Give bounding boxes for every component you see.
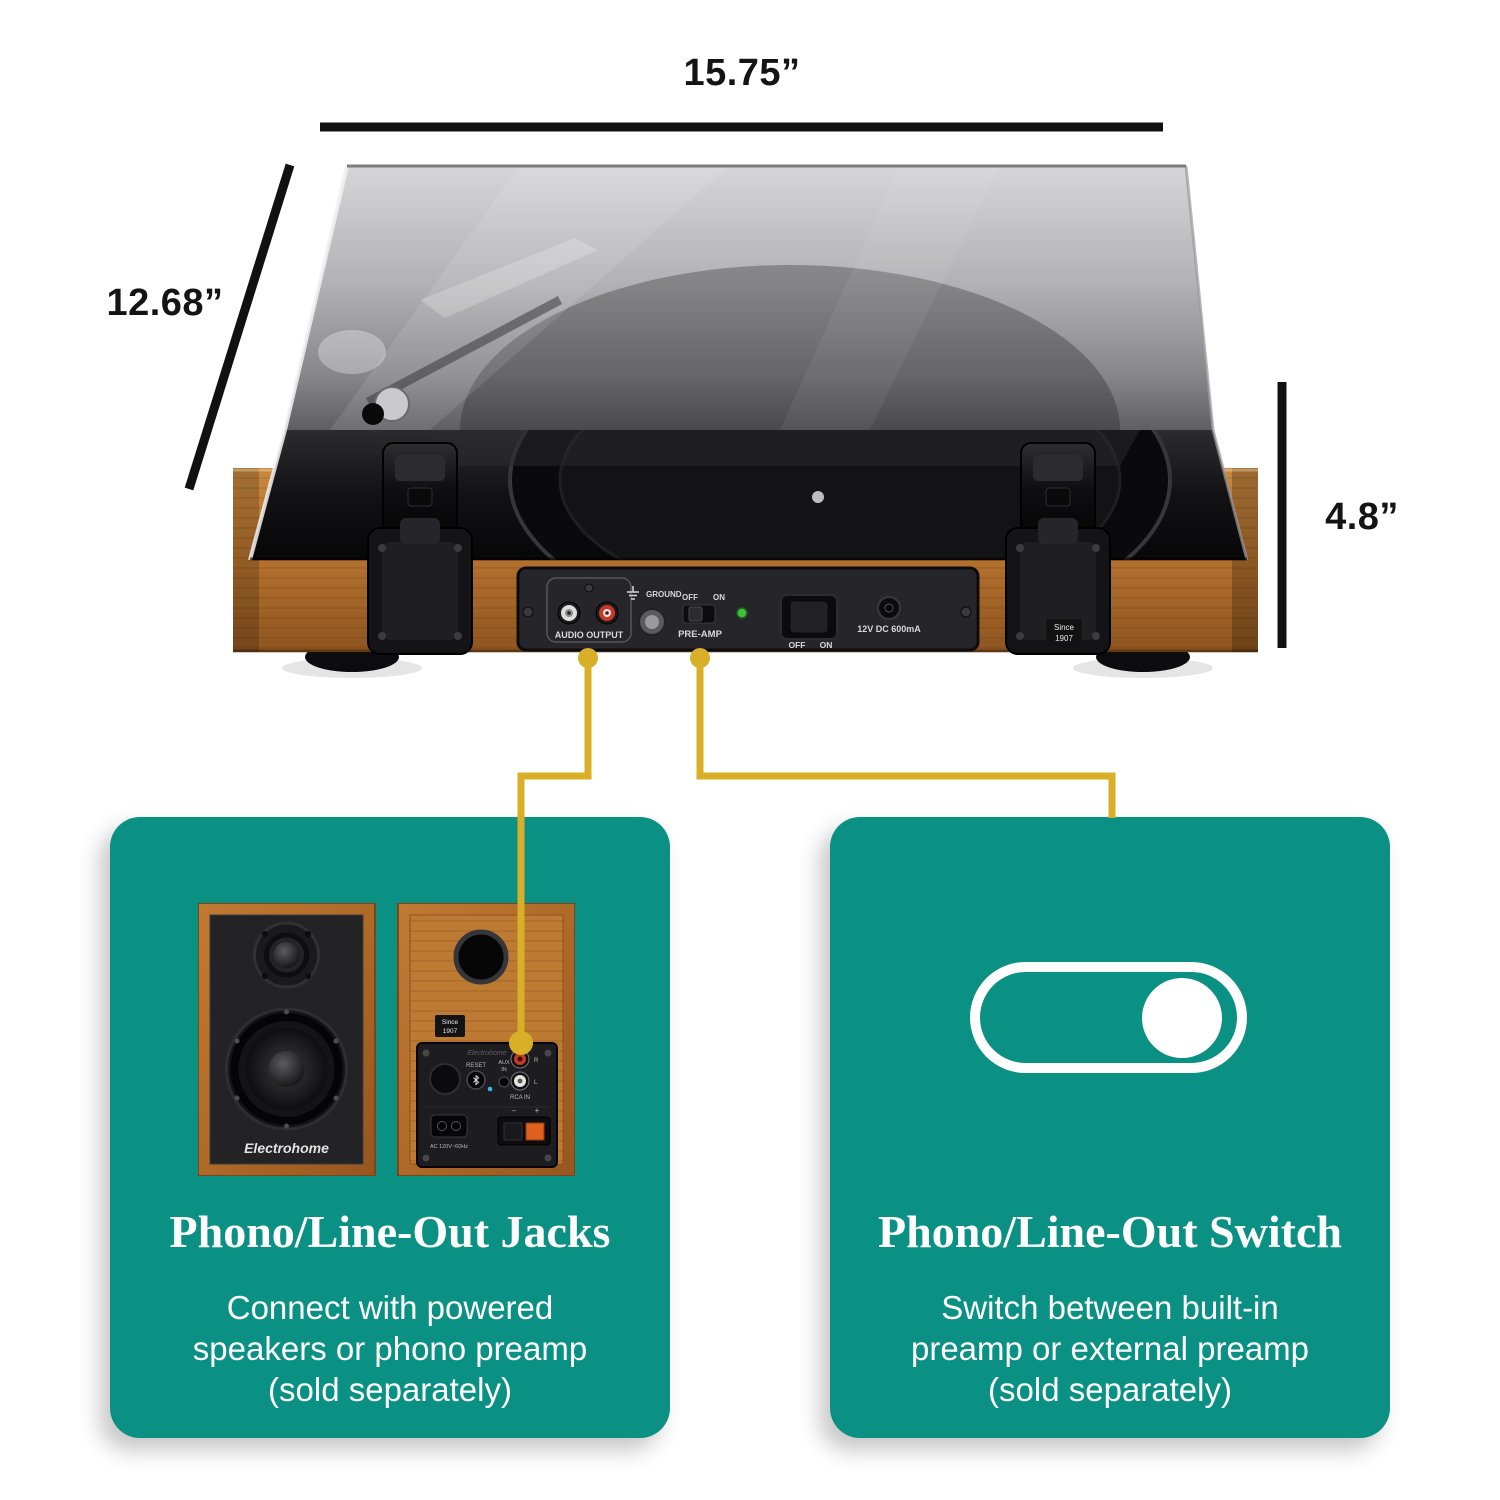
counterweight-knob (362, 403, 384, 425)
speaker-badge-line2: 1907 (443, 1028, 458, 1035)
jacks-feature-card: Electrohome Since 1907 (110, 817, 670, 1438)
height-dimension-label: 4.8” (1325, 496, 1399, 538)
speakers-illustration: Electrohome Since 1907 (198, 903, 575, 1176)
bluetooth-icon (473, 1075, 480, 1086)
speaker-connection-panel: Electrohome RESET AUX IN (416, 1042, 558, 1168)
preamp-switch-knob (688, 606, 703, 622)
power-rocker-cap (789, 600, 829, 634)
jacks-desc-line3: (sold separately) (268, 1371, 512, 1408)
rca-r-label: R (534, 1058, 539, 1064)
depth-dimension-label: 12.68” (106, 282, 224, 324)
speaker-badge: Since 1907 (435, 1015, 465, 1037)
power-on-label: ON (820, 640, 833, 650)
rca-jack-red (595, 601, 619, 625)
rca-in-red-jack (510, 1049, 530, 1069)
toggle-knob (1142, 977, 1222, 1058)
ground-symbol-icon (627, 586, 639, 600)
badge-line2: 1907 (1055, 634, 1073, 643)
speaker-badge-line1: Since (442, 1019, 459, 1026)
hinge-left (367, 442, 473, 655)
jacks-card-title: Phono/Line-Out Jacks (169, 1206, 611, 1257)
preamp-on-label: ON (713, 593, 725, 602)
since-1907-badge: Since 1907 (1046, 619, 1082, 646)
speaker-back-view: Since 1907 Electrohome RESET (397, 903, 575, 1176)
terminal-plus-label: + (535, 1106, 540, 1115)
depth-dimension-line (184, 163, 295, 491)
terminal-minus-label: – (512, 1106, 517, 1115)
switch-desc-line2: preamp or external preamp (910, 1330, 1310, 1367)
panel-brand: Electrohome (467, 1050, 506, 1057)
toggle-switch-icon (970, 962, 1247, 1073)
jacks-desc-line2: speakers or phono preamp (192, 1330, 588, 1367)
woofer (225, 1007, 348, 1131)
switch-card-title: Phono/Line-Out Switch (878, 1206, 1342, 1257)
tonearm (365, 296, 563, 406)
spindle (812, 491, 824, 503)
speaker-brand-logo: Electrohome (244, 1140, 329, 1156)
bluetooth-led (487, 1086, 493, 1092)
rca-jack-white (557, 601, 581, 625)
panel-screw-right (960, 606, 972, 618)
panel-screw-left (522, 606, 534, 618)
terminal-clip-orange (525, 1122, 545, 1141)
platter (430, 430, 1172, 560)
tweeter (253, 921, 320, 989)
group-screw (584, 583, 594, 593)
jacks-desc-line1: Connect with powered (226, 1289, 554, 1326)
width-dimension-label: 15.75” (683, 52, 801, 94)
rca-in-white-jack (510, 1071, 530, 1091)
audio-output-label: AUDIO OUTPUT (555, 630, 624, 640)
rca-l-label: L (534, 1080, 538, 1086)
ac-power-inlet (430, 1114, 468, 1138)
switch-card-description: Switch between built-in preamp or extern… (830, 1287, 1390, 1410)
ground-label: GROUND (646, 590, 682, 599)
volume-knob (429, 1063, 461, 1095)
aux-in-jack (498, 1076, 510, 1088)
hinge-right (1005, 442, 1111, 655)
power-off-label: OFF (789, 640, 806, 650)
speaker-front-view: Electrohome (198, 903, 376, 1176)
power-led (736, 607, 748, 619)
preamp-label: PRE-AMP (678, 629, 722, 640)
reset-label: RESET (466, 1063, 486, 1069)
switch-feature-card: Phono/Line-Out Switch Switch between bui… (830, 817, 1390, 1438)
tonearm-tube-highlight (420, 238, 598, 318)
power-spec-label: 12V DC 600mA (857, 624, 921, 634)
dc-jack-pin (884, 603, 894, 613)
switch-desc-line3: (sold separately) (988, 1371, 1232, 1408)
ac-spec-label: AC 120V~60Hz (430, 1144, 468, 1150)
dust-cover (248, 164, 1249, 561)
badge-line1: Since (1054, 623, 1075, 632)
speakers-image: Electrohome Since 1907 (198, 903, 575, 1176)
terminal-clip-black (503, 1122, 523, 1141)
jacks-card-description: Connect with powered speakers or phono p… (110, 1287, 670, 1410)
ground-terminal-screw (645, 615, 659, 629)
aux-label-line2: IN (501, 1067, 507, 1073)
switch-desc-line1: Switch between built-in (941, 1289, 1279, 1326)
tonearm-base-reflection (318, 330, 386, 374)
rca-in-label: RCA IN (510, 1095, 530, 1101)
bass-port (453, 929, 509, 985)
platter-through-cover (460, 265, 1120, 430)
rear-panel: AUDIO OUTPUT GROUND OFF ON PRE-AMP OFF O… (516, 566, 980, 652)
preamp-off-label: OFF (682, 593, 698, 602)
dimension-lines (184, 122, 1287, 648)
aux-label-line1: AUX (498, 1060, 510, 1066)
